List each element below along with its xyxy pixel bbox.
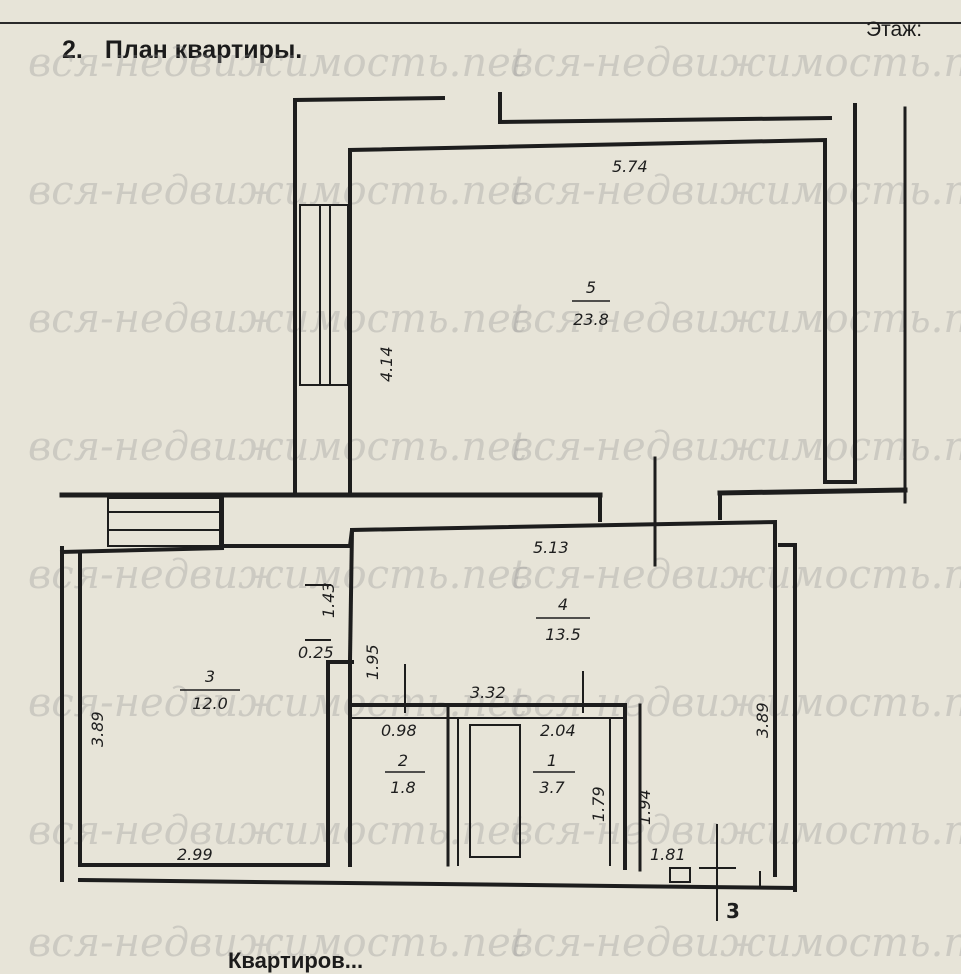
section-mark: 3 (726, 899, 740, 923)
dim-wc-height: 1.79 (589, 786, 608, 822)
footer-text: Квартиров... (228, 948, 364, 973)
room2-area: 1.8 (390, 778, 415, 797)
room3-area: 12.0 (192, 694, 228, 713)
room-fraction-bars (180, 300, 610, 773)
dim-room4-height: 3.89 (753, 702, 772, 738)
bottom-wall (77, 877, 798, 891)
main-wall-right (717, 487, 908, 496)
section-number: 2. (62, 36, 83, 64)
room1-number: 1 (547, 751, 557, 770)
dim-room5-height: 4.14 (377, 346, 396, 382)
dim-niche-height: 1.95 (363, 644, 382, 680)
dim-wc-height-right: 1.94 (635, 789, 654, 825)
header-rule (0, 22, 961, 24)
room4-area: 13.5 (545, 625, 581, 644)
dim-room3-height: 3.89 (88, 711, 107, 747)
room5-number: 5 (586, 278, 596, 297)
dim-wc-width: 2.04 (540, 721, 576, 740)
dim-room3-width: 2.99 (177, 845, 213, 864)
dim-room4-width: 5.13 (533, 538, 569, 557)
floor-label: Этаж: (866, 18, 923, 41)
dim-door-side: 1.43 (319, 582, 338, 618)
dim-bath-width: 0.98 (381, 721, 417, 740)
top-outer-wall (498, 92, 833, 125)
room5-outer-wall (348, 137, 827, 484)
walls (59, 92, 908, 921)
title-text: План квартиры. (104, 36, 303, 64)
room3-inner-wall (78, 550, 354, 867)
room2-number: 2 (398, 751, 408, 770)
balcony-wall (293, 95, 446, 494)
dim-room5-width: 5.74 (612, 157, 648, 176)
bathtub (469, 724, 521, 858)
room3-top (59, 545, 225, 555)
page-title: 2. План квартиры. (62, 36, 302, 65)
shaft (669, 867, 691, 883)
right-lower-wall (778, 543, 797, 892)
room4-left-wall (347, 527, 355, 663)
room1-area: 3.7 (539, 778, 565, 797)
bath-top-wall (350, 703, 627, 870)
dim-corner-width: 1.81 (650, 845, 686, 864)
room3-number: 3 (205, 667, 215, 686)
window-frame (299, 204, 349, 386)
dim-hall-width: 3.32 (470, 683, 506, 702)
window-frame (107, 497, 221, 547)
room4-number: 4 (558, 595, 568, 614)
dim-wall-offset: 0.25 (298, 643, 334, 662)
room5-area: 23.8 (573, 310, 609, 329)
